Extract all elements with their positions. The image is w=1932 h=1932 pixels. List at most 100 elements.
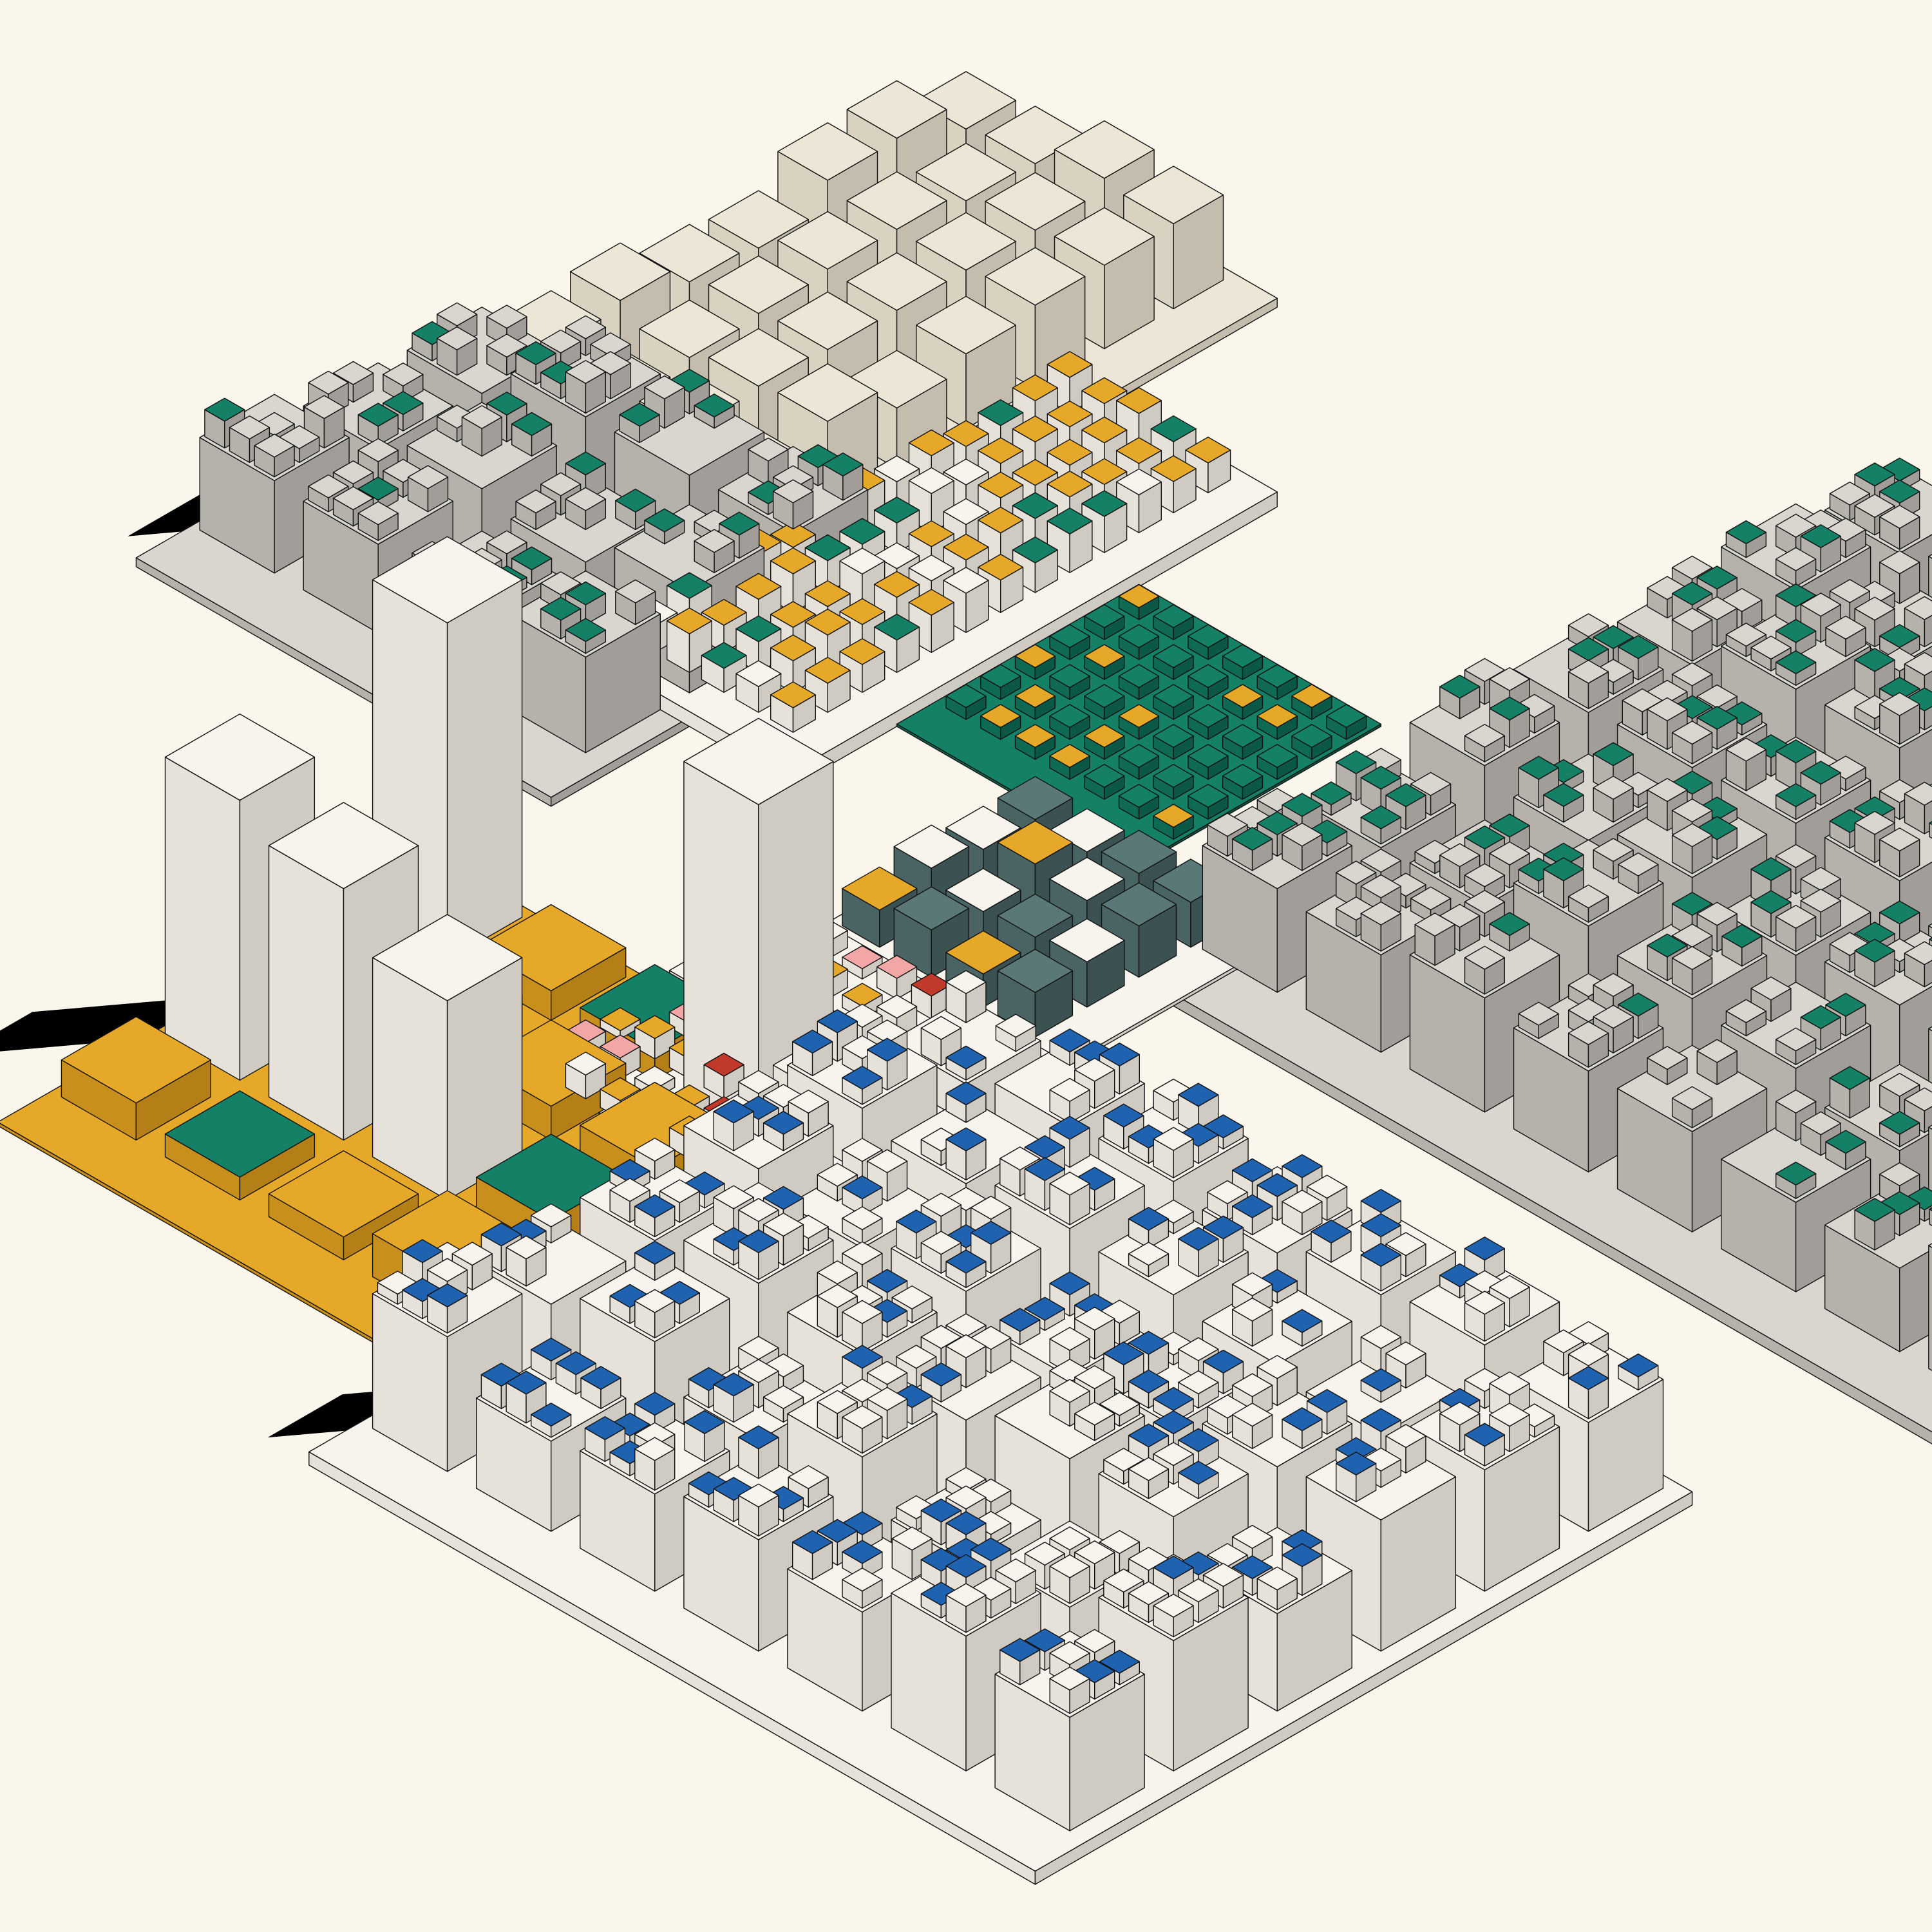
block-top-face (842, 1567, 883, 1592)
block-top-face (891, 1285, 933, 1310)
block-top-face (804, 657, 851, 684)
block-top-face (846, 80, 947, 139)
rooftop-unit (1282, 1309, 1323, 1347)
rooftop-unit (1567, 659, 1609, 710)
block-top-face (1489, 813, 1530, 838)
block-top-face (735, 573, 782, 600)
block-top-face (1178, 1227, 1219, 1251)
rooftop-unit (1335, 1451, 1377, 1502)
block-top-face (1153, 1442, 1194, 1466)
block-top-face (565, 360, 606, 384)
rooftop-unit (738, 1229, 779, 1280)
block-top-face (1514, 694, 1555, 718)
block-top-face (1929, 820, 1932, 826)
block-top-face (1825, 992, 1866, 1017)
block-top-face (980, 704, 1021, 728)
block-top-face (383, 362, 424, 386)
block-top-face (1671, 607, 1713, 632)
block-top-face (1282, 1543, 1323, 1567)
striped-unit (1012, 536, 1058, 593)
block-top-face (1074, 1629, 1115, 1653)
block-top-face (634, 1392, 676, 1416)
block-top-face (1928, 923, 1932, 929)
block-top-face (1904, 1087, 1932, 1112)
block-top-face (817, 1009, 858, 1034)
block-top-face (839, 638, 886, 665)
teal-unit (1049, 918, 1125, 1008)
block-top-face (1118, 664, 1160, 688)
block-top-face (486, 392, 527, 416)
block-top-face (515, 341, 556, 365)
block-top-face (1464, 723, 1506, 748)
block-top-face (1049, 1666, 1090, 1691)
rooftop-unit (461, 405, 502, 457)
block-right-face (1924, 614, 1932, 647)
block-top-face (1825, 1130, 1866, 1154)
rooftop-unit (1282, 1543, 1323, 1596)
block-top-face (357, 477, 399, 501)
block-top-face (1202, 1349, 1244, 1374)
block-top-face (791, 1029, 833, 1054)
striped-unit (908, 589, 954, 653)
block-top-face (584, 1416, 626, 1441)
rooftop-unit (1153, 1593, 1194, 1638)
block-top-face (1879, 479, 1920, 504)
block-top-face (644, 508, 685, 533)
block-top-face (511, 412, 553, 436)
block-top-face (1128, 1457, 1170, 1481)
block-top-face (1800, 1005, 1841, 1030)
block-top-face (1188, 664, 1229, 688)
block-top-face (1775, 844, 1817, 868)
plaza-tile (1222, 684, 1264, 720)
block-top-face (1671, 695, 1713, 719)
block-top-face (1360, 1325, 1402, 1349)
block-top-face (804, 609, 851, 636)
block-top-face (1178, 1461, 1219, 1485)
rooftop-unit (1879, 1110, 1920, 1148)
block-top-face (1231, 1373, 1273, 1397)
plaza-tile (1222, 724, 1264, 760)
block-top-face (1647, 778, 1688, 802)
rooftop-unit (1671, 823, 1713, 875)
block-top-face (777, 291, 878, 350)
plaza-tile (1014, 684, 1056, 720)
block-top-face (1128, 1206, 1170, 1231)
block-top-face (1049, 624, 1090, 649)
striped-unit (804, 657, 851, 713)
plaza-tile (1084, 684, 1125, 720)
plaza-tile (1222, 764, 1264, 800)
block-top-face (531, 1337, 572, 1362)
plaza-tile (1153, 724, 1194, 760)
block-top-face (254, 433, 295, 458)
rooftop-unit (1775, 650, 1817, 687)
block-top-face (1231, 1403, 1273, 1427)
block-top-face (1115, 387, 1162, 414)
block-top-face (486, 530, 527, 554)
block-top-face (1012, 415, 1058, 442)
block-top-face (619, 402, 660, 427)
plaza-tile (1153, 604, 1194, 640)
block-top-face (908, 554, 954, 582)
block-top-face (1202, 1562, 1244, 1587)
block-top-face (1800, 524, 1841, 549)
block-top-face (770, 601, 817, 628)
block-top-face (1256, 1269, 1298, 1293)
block-top-face (634, 1240, 676, 1265)
block-top-face (945, 867, 1021, 913)
rooftop-unit (506, 1370, 547, 1424)
block-top-face (719, 511, 760, 536)
block-top-face (1256, 704, 1298, 728)
block-top-face (866, 1387, 908, 1411)
rooftop-unit (920, 1016, 962, 1066)
plaza-tile (1049, 704, 1090, 740)
block-top-face (1928, 554, 1932, 559)
block-top-face (978, 553, 1024, 581)
rooftop-unit (357, 501, 399, 541)
block-top-face (427, 1283, 468, 1308)
block-top-face (480, 1222, 522, 1247)
rooftop-unit (1904, 781, 1932, 835)
rooftop-unit (615, 488, 656, 531)
block-top-face (1928, 1243, 1932, 1248)
block-top-face (1081, 377, 1128, 404)
block-top-face (407, 465, 449, 489)
